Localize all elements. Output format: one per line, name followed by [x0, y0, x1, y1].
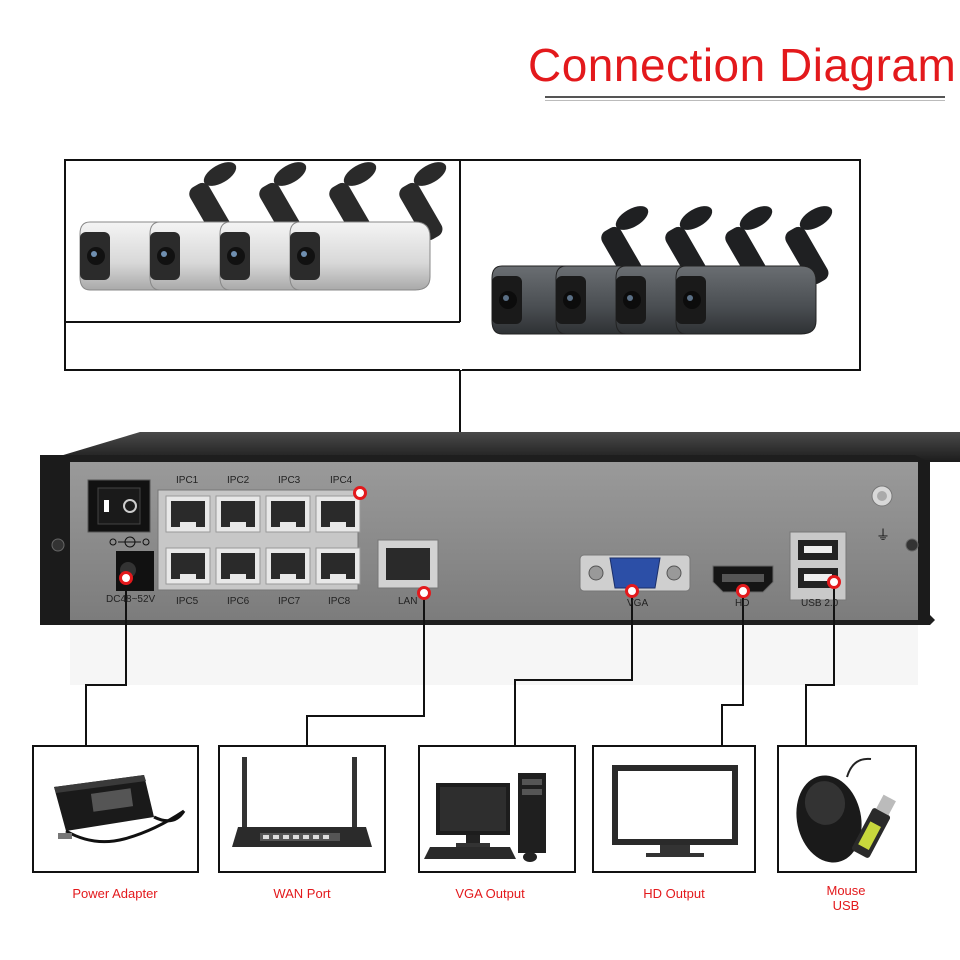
mouse-and-usb-icon [796, 757, 896, 863]
power-adapter-icon [54, 775, 186, 844]
caption-wan-port: WAN Port [273, 886, 331, 901]
port-label-vga: VGA [627, 598, 649, 609]
vga-connection-marker [625, 584, 639, 598]
port-label-ipc6: IPC6 [227, 596, 250, 607]
device-cables [85, 578, 835, 746]
port-label-ipc4: IPC4 [330, 475, 353, 486]
caption-power-adapter: Power Adapter [72, 886, 158, 901]
title-underline [545, 96, 945, 98]
monitor-icon [612, 765, 738, 857]
port-label-power: DC48~52V [106, 594, 156, 605]
title-underline-shadow [545, 100, 945, 101]
lan-connection-marker [417, 586, 431, 600]
power-connection-marker [119, 571, 133, 585]
port-label-hd: HD [735, 598, 750, 609]
caption-vga-output: VGA Output [455, 886, 525, 901]
nvr-recorder: ⏚ [40, 432, 960, 685]
port-label-ipc7: IPC7 [278, 596, 301, 607]
usb-connection-marker [827, 575, 841, 589]
hd-output-box [592, 745, 756, 873]
mouse-usb-box [777, 745, 917, 873]
diagram-title: Connection Diagram [528, 39, 957, 91]
port-label-ipc2: IPC2 [227, 475, 250, 486]
caption-hd-output: HD Output [643, 886, 705, 901]
ipc4-connection-marker [353, 486, 367, 500]
gray-bullet-cameras [491, 200, 837, 335]
port-label-ipc5: IPC5 [176, 596, 199, 607]
port-label-lan: LAN [398, 596, 418, 607]
port-label-ipc1: IPC1 [176, 475, 199, 486]
caption-mouse-usb: Mouse USB [826, 883, 866, 913]
router-icon [232, 757, 372, 847]
svg-text:⏚: ⏚ [876, 528, 890, 544]
vga-output-box [418, 745, 576, 873]
port-label-usb: USB 2.0 [801, 598, 839, 609]
power-adapter-box [32, 745, 199, 873]
port-label-ipc3: IPC3 [278, 475, 301, 486]
wan-router-box [218, 745, 386, 873]
port-label-ipc8: IPC8 [328, 596, 351, 607]
hd-connection-marker [736, 584, 750, 598]
desktop-computer-icon [424, 773, 546, 862]
